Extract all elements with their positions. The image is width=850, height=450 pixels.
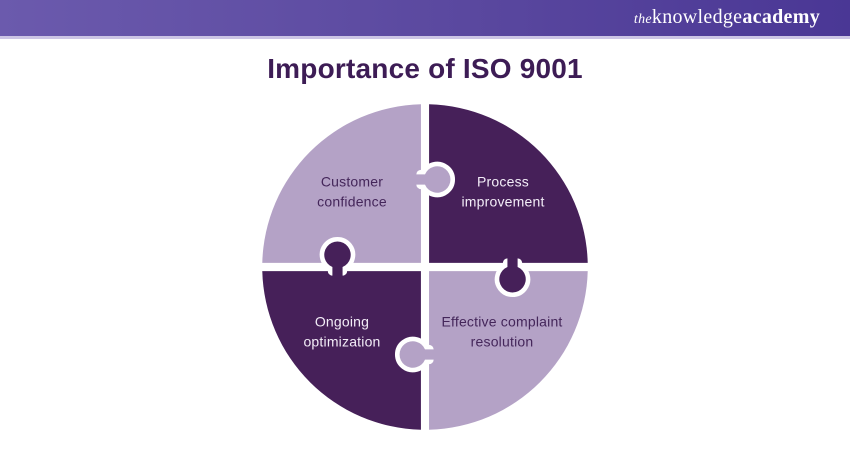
puzzle-piece-ongoing-optimization <box>262 271 421 430</box>
header-bar: theknowledgeacademy <box>0 0 850 39</box>
tab-ongoing-optimization <box>324 241 351 279</box>
tab-process-improvement <box>499 255 526 293</box>
label-effective-complaint-resolution: Effective complaint resolution <box>441 313 563 349</box>
tab-effective-complaint-resolution <box>399 341 437 368</box>
brand-logo-knowledge: knowledge <box>651 5 743 28</box>
label-ongoing-optimization: Ongoing optimization <box>303 313 381 349</box>
brand-logo-academy: academy <box>742 5 820 28</box>
label-customer-confidence: Customer confidence <box>317 173 387 209</box>
brand-logo-the: the <box>633 11 652 27</box>
label-process-improvement: Process improvement <box>461 173 545 209</box>
puzzle-piece-process-improvement <box>429 104 588 263</box>
puzzle-piece-effective-complaint-resolution <box>429 271 588 430</box>
puzzle-piece-customer-confidence <box>262 104 421 263</box>
puzzle-diagram <box>262 104 588 430</box>
brand-logo: theknowledgeacademy <box>634 0 850 38</box>
page-title: Importance of ISO 9001 <box>267 53 583 84</box>
tab-customer-confidence <box>413 166 451 193</box>
